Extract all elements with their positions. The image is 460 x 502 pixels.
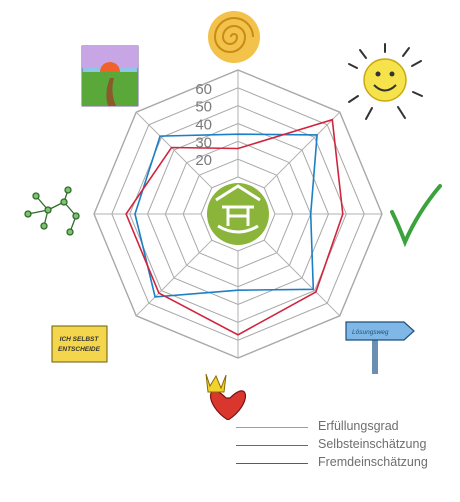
- tick-label: 20: [195, 152, 212, 169]
- legend-item-fremdeinschaetzung: Fremdeinschätzung: [236, 455, 460, 471]
- legend-label: Fremdeinschätzung: [318, 455, 428, 469]
- tick-label: 40: [195, 117, 212, 134]
- spiral-icon: [208, 11, 260, 63]
- sign-text-line1: ICH SELBST: [60, 336, 100, 343]
- crowned-heart-icon: [205, 373, 247, 420]
- center-logo: [207, 183, 269, 245]
- series-line-selbsteinschaetzung: [134, 133, 318, 298]
- legend-item-erfuellungsgrad: Erfüllungsgrad: [236, 419, 460, 435]
- radar-grid: [93, 69, 383, 359]
- legend-swatch: [236, 427, 308, 428]
- signpost-icon: Lösungsweg: [345, 321, 415, 374]
- legend-label: Erfüllungsgrad: [318, 419, 399, 433]
- tick-label: 50: [195, 99, 212, 116]
- network-icon: [24, 186, 80, 236]
- legend-label: Selbsteinschätzung: [318, 437, 427, 451]
- axis-spoke-sunset-path: [135, 111, 213, 189]
- series-line-fremdeinschaetzung: [125, 118, 344, 336]
- legend-swatch: [236, 463, 308, 464]
- sun-icon: [348, 43, 423, 120]
- checkmark-icon: [390, 184, 442, 248]
- legend-swatch: [236, 445, 308, 446]
- sign-text-line2: ENTSCHEIDE: [58, 346, 101, 353]
- axis-spoke-sun: [263, 111, 341, 189]
- ich-selbst-entscheide-sign-icon: ICH SELBST ENTSCHEIDE: [51, 325, 108, 363]
- radar-series: [125, 118, 344, 336]
- tick-label: 30: [195, 134, 212, 151]
- tick-label: 60: [195, 81, 212, 98]
- sunset-path-icon: [81, 45, 139, 107]
- axis-spoke-signpost: [263, 239, 341, 317]
- signpost-text: Lösungsweg: [352, 329, 389, 336]
- axis-spoke-ich-selbst-entscheide-sign: [135, 239, 213, 317]
- legend-item-selbsteinschaetzung: Selbsteinschätzung: [236, 437, 460, 453]
